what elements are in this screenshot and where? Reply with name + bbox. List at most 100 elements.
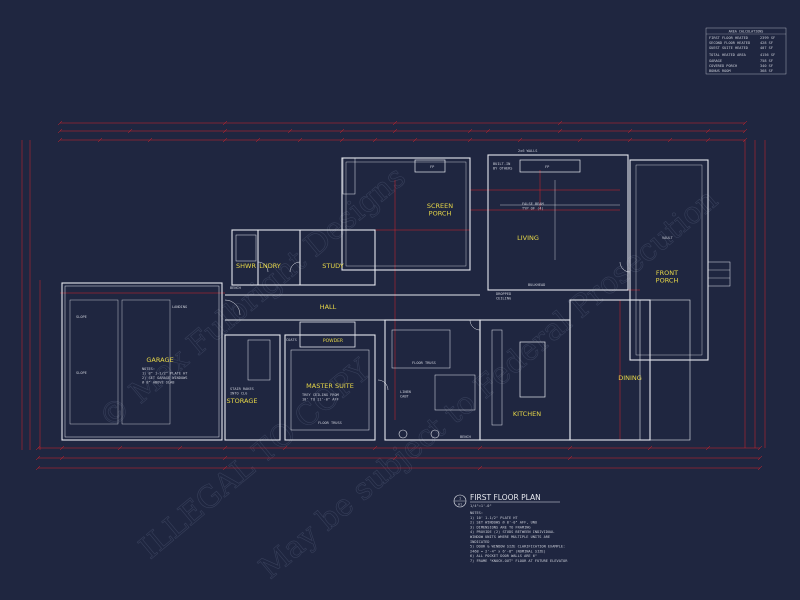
dimension-tick bbox=[467, 137, 473, 143]
area-calc-label: SECOND FLOOR HEATED bbox=[709, 41, 750, 45]
front-porch-line-1: FRONT bbox=[656, 269, 678, 277]
room-label-master-suite: MASTER SUITE bbox=[306, 382, 354, 390]
dimension-tick bbox=[222, 455, 228, 461]
room-label-hall: HALL bbox=[320, 303, 337, 311]
dimension-tick bbox=[517, 137, 523, 143]
area-calc-label: FIRST FLOOR HEATED bbox=[709, 36, 748, 40]
dimension-tick bbox=[577, 137, 583, 143]
slope-note-1: SLOPE bbox=[76, 315, 87, 319]
plan-note-line: 7) FRAME "KNOCK-OUT" FLOOR AT FUTURE ELE… bbox=[470, 559, 568, 563]
dimension-tick bbox=[117, 445, 123, 451]
dropped-ceiling-note: DROPPED CEILING bbox=[496, 292, 513, 301]
dimension-tick bbox=[57, 128, 63, 134]
plan-note-line: INDICATED bbox=[470, 540, 489, 544]
area-calc-label: TOTAL HEATED AREA bbox=[709, 53, 747, 57]
dimension-tick bbox=[627, 128, 633, 134]
screen-porch-line-1: SCREEN bbox=[427, 202, 453, 210]
dimension-tick bbox=[35, 445, 41, 451]
false-beam-note: FALSE BEAM TYP OF (4) bbox=[522, 202, 546, 211]
area-calc-label: GUEST SUITE HEATED bbox=[709, 46, 748, 50]
dimension-tick bbox=[667, 137, 673, 143]
false-beam-line-1: FALSE BEAM bbox=[522, 202, 544, 206]
landing-note: LANDING bbox=[172, 305, 187, 309]
dimension-tick bbox=[467, 128, 473, 134]
dimension-tick bbox=[757, 465, 763, 471]
room-label-study: STUDY bbox=[322, 262, 344, 270]
master-ceiling-note: TREY CEILING FROM 10' TO 11'-0" AFF bbox=[302, 393, 341, 402]
room-label-kitchen: KITCHEN bbox=[513, 410, 541, 418]
master-ceiling-line-2: 10' TO 11'-0" AFF bbox=[302, 398, 339, 402]
dimension-tick bbox=[705, 445, 711, 451]
dimension-tick bbox=[222, 465, 228, 471]
dimension-tick bbox=[392, 455, 398, 461]
garage-notes-line-4: @ 8" ABOVE SLAB bbox=[142, 381, 174, 385]
dimension-tick bbox=[127, 128, 133, 134]
watermark-line-1: © Max Fulbright Designs bbox=[93, 160, 413, 436]
plan-scale: 1/4"=1'-0" bbox=[470, 504, 492, 508]
dimension-tick bbox=[557, 120, 563, 126]
linen-cab-line-1: LINEN bbox=[400, 390, 411, 394]
dimension-tick bbox=[222, 120, 228, 126]
dimension-tick bbox=[742, 128, 748, 134]
slope-note-2: SLOPE bbox=[76, 371, 87, 375]
dimension-tick bbox=[567, 445, 573, 451]
dimension-tick bbox=[477, 465, 483, 471]
vault-note: VAULT bbox=[662, 236, 674, 240]
dimension-tick bbox=[255, 137, 261, 143]
dimension-tick bbox=[372, 137, 378, 143]
screen-porch-line-2: PORCH bbox=[429, 210, 452, 218]
dimension-tick bbox=[35, 465, 41, 471]
plan-title-block: 1 A1 FIRST FLOOR PLAN 1/4"=1'-0" NOTES:1… bbox=[453, 493, 568, 563]
linen-cab-line-2: CABT bbox=[400, 395, 409, 399]
dropped-ceiling-line-2: CEILING bbox=[496, 297, 511, 301]
dimension-tick bbox=[287, 128, 293, 134]
area-calculations-table: AREA CALCULATIONS FIRST FLOOR HEATED 2399… bbox=[705, 27, 787, 75]
dimension-tick bbox=[222, 128, 228, 134]
master-ceiling-line-1: TREY CEILING FROM bbox=[302, 393, 340, 397]
area-calc-title: AREA CALCULATIONS bbox=[729, 30, 764, 34]
room-label-storage: STORAGE bbox=[227, 397, 258, 405]
room-label-powder: POWDER bbox=[323, 338, 343, 344]
false-beam-line-2: TYP OF (4) bbox=[522, 207, 544, 211]
stair-raked-line-2: INTO CLG bbox=[230, 392, 247, 396]
plan-note-line: NOTES: bbox=[470, 511, 483, 515]
room-label-living: LIVING bbox=[517, 234, 539, 242]
walls-note: 2x6 WALLS bbox=[518, 149, 537, 153]
front-porch-line-2: PORCH bbox=[656, 277, 679, 285]
area-calc-value: 2399 SF bbox=[760, 36, 775, 40]
room-label-dining: DINING bbox=[618, 374, 642, 382]
dimension-tick bbox=[147, 137, 153, 143]
room-label-lndry: LNDRY bbox=[259, 262, 281, 270]
dropped-ceiling-line-1: DROPPED bbox=[496, 292, 511, 296]
dimension-tick bbox=[742, 137, 748, 143]
fireplace-label-2: FP bbox=[545, 165, 549, 169]
dimension-tick bbox=[222, 445, 228, 451]
dimension-tick bbox=[412, 137, 418, 143]
garage-notes-line-2: 1) 8" 1-1/2" PLATE HT bbox=[142, 372, 188, 376]
dimension-tick bbox=[392, 128, 398, 134]
dimension-tick bbox=[705, 128, 711, 134]
built-in-note: BUILT-IN BY OTHERS bbox=[493, 162, 512, 171]
area-calc-label: BONUS ROOM bbox=[709, 69, 731, 73]
plan-note-line: 4) PROVIDE (2) STUDS BETWEEN INDIVIDUAL bbox=[470, 530, 554, 534]
dimension-tick bbox=[59, 445, 65, 451]
dimension-tick bbox=[282, 445, 288, 451]
bench-note: BENCH bbox=[230, 286, 241, 290]
dimension-tick bbox=[485, 128, 491, 134]
dimension-tick bbox=[567, 455, 573, 461]
bulkhead-note: BULKHEAD bbox=[528, 283, 545, 287]
plan-note-line: WINDOW UNITS WHERE MULTIPLE UNITS ARE bbox=[470, 535, 550, 539]
built-in-line-1: BUILT-IN bbox=[493, 162, 510, 166]
garage-notes-line-3: 2) SET GARAGE WINDOWS bbox=[142, 376, 187, 380]
garage-notes-line-1: NOTES: bbox=[142, 367, 155, 371]
dimension-tick bbox=[557, 128, 563, 134]
coats-note: COATS bbox=[286, 338, 297, 342]
dimension-tick bbox=[57, 120, 63, 126]
area-calc-value: 340 SF bbox=[760, 64, 773, 68]
plan-note-line: 5) DOOR & WINDOW SIZE CLARIFICATION EXAM… bbox=[470, 545, 565, 549]
plan-note-line: 1) 10' 1-1/2" PLATE HT bbox=[470, 516, 518, 520]
plan-title: FIRST FLOOR PLAN bbox=[470, 493, 541, 502]
room-label-shwr: SHWR bbox=[236, 262, 256, 270]
